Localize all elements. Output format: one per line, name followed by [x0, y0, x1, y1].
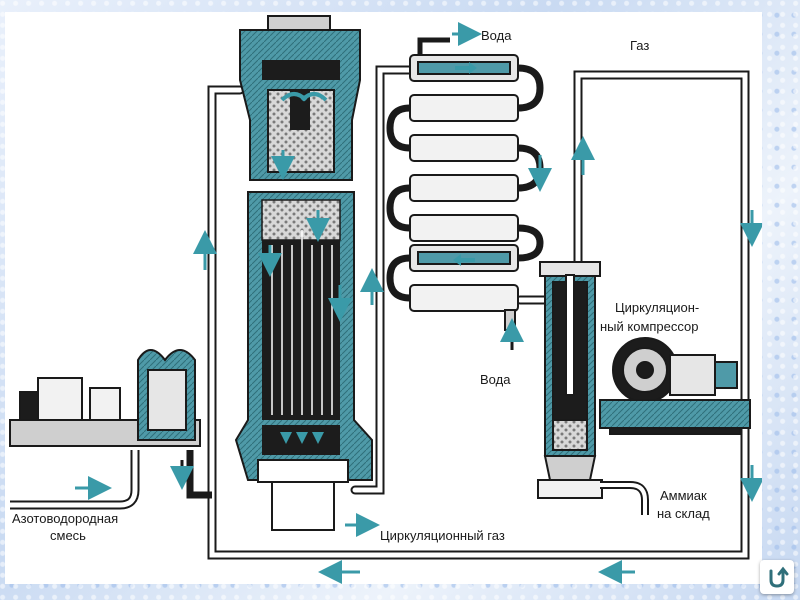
label-mixture-1: Азотоводородная — [12, 511, 118, 526]
ammonia-synthesis-diagram: Вода Газ Циркуляцион- ный компрессор Вод… — [9, 15, 764, 584]
label-circulation-gas: Циркуляционный газ — [380, 528, 505, 543]
return-arrow-icon — [769, 566, 789, 588]
feed-compressor — [9, 349, 212, 510]
flow-arrows-inside — [280, 62, 477, 444]
label-water-in: Вода — [480, 372, 511, 387]
labels: Вода Газ Циркуляцион- ный компрессор Вод… — [12, 28, 710, 543]
label-water-out: Вода — [481, 28, 512, 43]
label-ammonia-1: Аммиак — [660, 488, 707, 503]
label-gas: Газ — [630, 38, 649, 53]
condenser-coils — [386, 37, 544, 331]
label-compressor-1: Циркуляцион- — [615, 300, 699, 315]
label-compressor-2: ный компрессор — [600, 319, 699, 334]
flow-arrows — [75, 22, 764, 584]
label-ammonia-2: на склад — [657, 506, 710, 521]
synthesis-column — [234, 15, 373, 531]
separator — [537, 261, 649, 515]
return-button[interactable] — [760, 560, 794, 594]
diagram-canvas: Вода Газ Циркуляцион- ный компрессор Вод… — [5, 12, 764, 584]
label-mixture-2: смесь — [50, 528, 86, 543]
circulation-compressor — [599, 337, 751, 435]
